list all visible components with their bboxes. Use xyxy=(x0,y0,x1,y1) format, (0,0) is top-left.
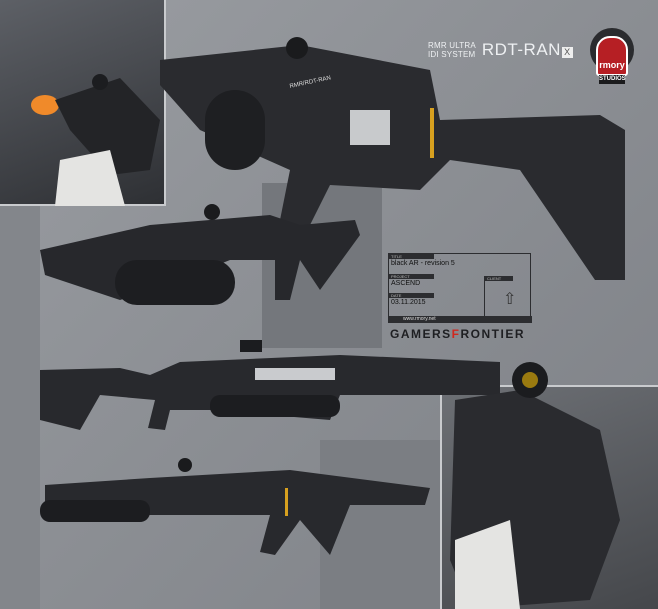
model-mark-icon: X xyxy=(561,47,573,58)
project-label: PROJECT xyxy=(389,274,434,279)
title-card: TITLE black AR - revision 5 PROJECT ASCE… xyxy=(388,253,532,323)
gun-angle-view xyxy=(40,204,360,305)
gun-side-view-main: RMR/RDT-RAN xyxy=(160,37,625,280)
date-label: DATE xyxy=(389,293,434,298)
client-box: CLIENT ⇧ xyxy=(484,276,532,316)
gun-left-side-view xyxy=(40,340,500,430)
website-url: www.rmory.net xyxy=(389,316,532,323)
logo-subtitle: STUDIOS xyxy=(599,75,626,84)
first-person-gun xyxy=(31,74,160,206)
brand-part2: F xyxy=(451,327,461,341)
date-value: 03.11.2015 xyxy=(391,299,426,306)
gun-closeup-view xyxy=(450,362,620,609)
heading-line1: RMR ULTRA xyxy=(428,41,476,50)
arrow-up-icon: ⇧ xyxy=(503,291,517,308)
client-label: CLIENT xyxy=(485,276,513,281)
model-name: RDT-RAN xyxy=(481,40,561,59)
background-panel xyxy=(0,206,40,609)
rmory-studios-logo: rmory STUDIOS xyxy=(590,28,634,84)
gun-right-side-view xyxy=(40,458,430,555)
brand-part1: GAMERS xyxy=(390,327,452,341)
heading-line2: IDI SYSTEM xyxy=(428,50,476,59)
project-value: ASCEND xyxy=(391,280,421,287)
logo-shield: rmory xyxy=(596,36,628,76)
brand-part3: RONTIER xyxy=(460,327,526,341)
title-value: black AR - revision 5 xyxy=(391,260,455,267)
gamersfrontier-logo: GAMERSFRONTIER xyxy=(390,327,525,341)
title-label: TITLE xyxy=(389,254,434,259)
